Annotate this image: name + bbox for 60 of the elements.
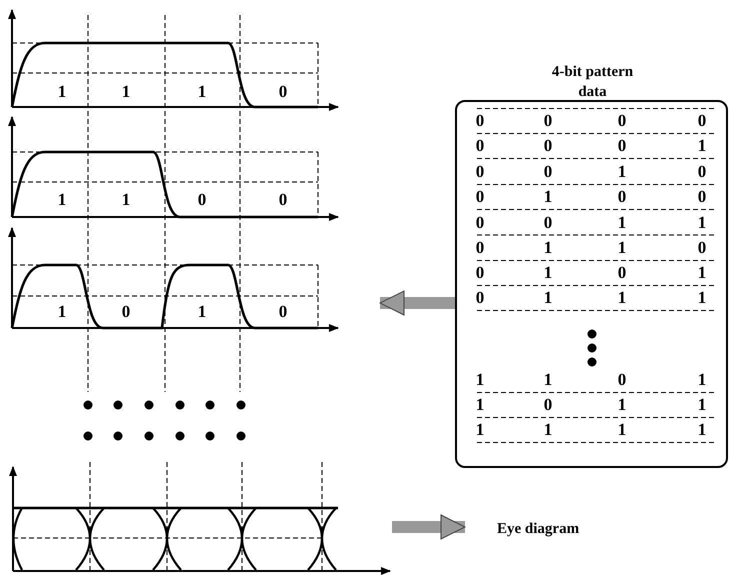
table-cell-text: 0 bbox=[696, 112, 708, 130]
table-cell-text: 0 bbox=[616, 371, 628, 389]
table-cell-text: 0 bbox=[474, 239, 486, 257]
bit-label: 0 bbox=[278, 303, 288, 321]
table-cell-text: 0 bbox=[616, 112, 628, 130]
table-cell-text: 0 bbox=[474, 112, 486, 130]
table-cell-text: 1 bbox=[696, 289, 708, 307]
table-cell-text: 1 bbox=[474, 371, 486, 389]
bit-label: 1 bbox=[196, 303, 208, 321]
table-cell-text: 1 bbox=[616, 396, 628, 414]
table-cell-text: 1 bbox=[542, 264, 554, 282]
table-cell-text: 0 bbox=[542, 396, 554, 414]
bit-label: 1 bbox=[56, 191, 68, 209]
table-cell-text: 1 bbox=[696, 371, 708, 389]
table-cell-text: 0 bbox=[696, 163, 708, 181]
table-cell-text: 0 bbox=[696, 188, 708, 206]
table-cell-text: 1 bbox=[616, 289, 628, 307]
table-cell-text: 1 bbox=[542, 188, 554, 206]
table-cell-text: 0 bbox=[474, 264, 486, 282]
table-cell-text: 0 bbox=[616, 188, 628, 206]
table-cell-text: 0 bbox=[542, 137, 554, 155]
panel-title: 4-bit pattern data bbox=[550, 63, 634, 102]
table-cell-text: 1 bbox=[696, 214, 708, 232]
table-cell-text: 0 bbox=[474, 137, 486, 155]
table-cell-text: 0 bbox=[542, 163, 554, 181]
table-cell-text: 1 bbox=[616, 214, 628, 232]
bit-label: 0 bbox=[196, 191, 208, 209]
table-cell-text: 1 bbox=[696, 421, 708, 439]
bit-label: 1 bbox=[120, 191, 132, 209]
table-cell-text: 1 bbox=[696, 396, 708, 414]
table-cell-text: 0 bbox=[474, 214, 486, 232]
table-cell-text: 0 bbox=[474, 188, 486, 206]
bit-label: 0 bbox=[278, 83, 288, 101]
block-arrow bbox=[392, 514, 466, 540]
table-cell-text: 1 bbox=[616, 421, 628, 439]
bit-label: 1 bbox=[196, 83, 208, 101]
table-cell-text: 1 bbox=[542, 239, 554, 257]
table-cell-text: 0 bbox=[616, 137, 628, 155]
block-arrow bbox=[380, 290, 455, 316]
bit-label: 1 bbox=[56, 83, 68, 101]
table-cell-text: 1 bbox=[542, 289, 554, 307]
table-cell-text: 1 bbox=[542, 371, 554, 389]
table-cell-text: 0 bbox=[616, 264, 628, 282]
table-cell-text: 1 bbox=[474, 421, 486, 439]
table-cell-text: 1 bbox=[542, 421, 554, 439]
table-cell-text: 0 bbox=[696, 239, 708, 257]
table-cell-text: 1 bbox=[696, 264, 708, 282]
table-cell-text: 1 bbox=[616, 239, 628, 257]
table-cell-text: 0 bbox=[542, 112, 554, 130]
table-cell-text: 1 bbox=[696, 137, 708, 155]
output-caption: Eye diagram bbox=[496, 521, 580, 537]
table-cell-text: 0 bbox=[542, 214, 554, 232]
table-cell-text: 0 bbox=[474, 289, 486, 307]
bit-label: 0 bbox=[278, 191, 288, 209]
table-cell-text: 1 bbox=[616, 163, 628, 181]
bit-label: 0 bbox=[120, 303, 132, 321]
bit-label: 1 bbox=[120, 83, 132, 101]
bit-label: 1 bbox=[56, 303, 68, 321]
table-cell-text: 1 bbox=[474, 396, 486, 414]
table-cell-text: 0 bbox=[474, 163, 486, 181]
